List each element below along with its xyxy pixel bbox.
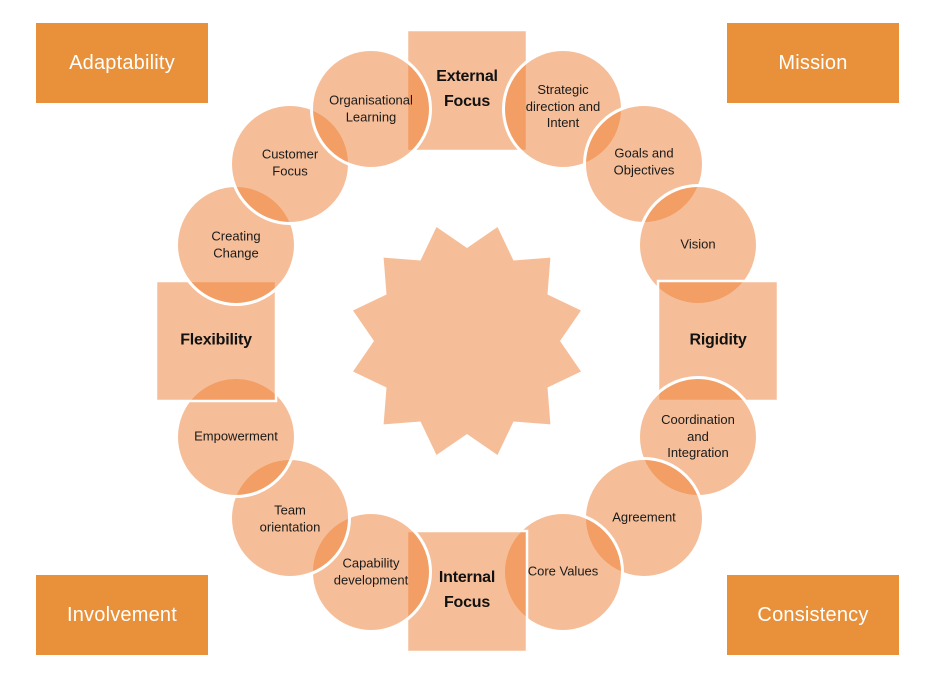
corner-label-adaptability: Adaptability [69, 51, 175, 74]
corner-label-involvement: Involvement [66, 603, 178, 626]
label-vision: Vision [680, 236, 716, 252]
label-strategic-direction-and-intent: Strategic direction and Intent [525, 82, 601, 131]
axis-label-flexibility: Flexibility [180, 331, 252, 349]
corner-box-mission: Mission [727, 23, 899, 103]
label-empowerment: Empowerment [194, 428, 278, 444]
label-organisational-learning: Organisational Learning [329, 92, 413, 124]
label-creating-change: Creating Change [211, 228, 261, 260]
axis-label-internal-focus: Internal Focus [438, 569, 496, 611]
label-goals-and-objectives: Goals and Objectives [613, 145, 675, 177]
label-coordination-and-integration: Coordination and Integration [661, 412, 735, 461]
circle-organisational-learning [310, 48, 432, 170]
axis-label-rigidity: Rigidity [689, 331, 747, 349]
label-capability-development: Capability development [333, 555, 409, 587]
label-customer-focus: Customer Focus [261, 146, 319, 178]
corner-box-consistency: Consistency [727, 575, 899, 655]
corner-box-involvement: Involvement [36, 575, 208, 655]
corner-label-mission: Mission [778, 51, 848, 74]
starburst-shape [353, 227, 581, 455]
label-core-values: Core Values [527, 563, 599, 579]
label-team-orientation: Team orientation [259, 502, 321, 534]
axis-label-external-focus: External Focus [436, 68, 498, 110]
corner-box-adaptability: Adaptability [36, 23, 208, 103]
corner-label-consistency: Consistency [757, 603, 869, 626]
label-agreement: Agreement [612, 509, 676, 525]
